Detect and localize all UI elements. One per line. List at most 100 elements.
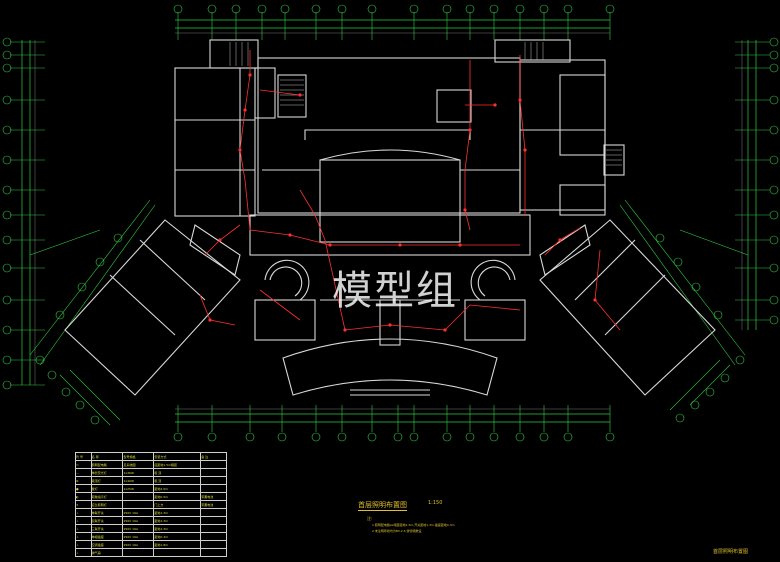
axis-bubble <box>465 432 475 442</box>
axis-bubble <box>442 432 452 442</box>
axis-bubble <box>489 4 499 14</box>
axis-bubble <box>705 387 715 397</box>
note-line: 1.照明配电箱AL暗装距地1.5m,开关距地1.3m,插座距地0.3m <box>372 523 455 527</box>
legend-header-cell: 符 号 <box>75 452 92 461</box>
axis-bubble <box>35 355 45 365</box>
light-fixture-icon <box>288 233 292 237</box>
axis-bubble <box>55 310 65 320</box>
notes-title: 注: <box>367 516 373 521</box>
axis-bubble <box>277 432 287 442</box>
drawing-scale: 1:150 <box>428 500 443 506</box>
axis-bubble <box>605 4 615 14</box>
axis-bubble <box>539 432 549 442</box>
legend-cell: 单相插座 <box>90 532 124 541</box>
axis-bubble <box>769 235 779 245</box>
legend-cell: 距地1.3m <box>153 508 202 517</box>
legend-row: ▭照明配电箱见系统图底距地1.5m暗装 <box>75 460 227 469</box>
axis-bubble <box>769 50 779 60</box>
light-fixture-icon <box>458 243 462 247</box>
axis-bubble <box>2 125 12 135</box>
axis-bubble <box>75 400 85 410</box>
legend-cell: 疏散指示灯 <box>90 492 124 501</box>
light-fixture-icon <box>558 238 562 242</box>
axis-bubble <box>563 4 573 14</box>
axis-bubble <box>2 210 12 220</box>
legend-row: ⊥排气扇 <box>75 548 227 557</box>
legend-cell: 带蓄电池 <box>200 492 227 501</box>
axis-bubble <box>605 432 615 442</box>
title-block-label: 首层照明布置图 <box>713 549 749 555</box>
axis-grid-diagonal-left <box>29 199 156 426</box>
legend-cell <box>200 476 227 485</box>
axis-bubble <box>173 432 183 442</box>
axis-bubble <box>409 432 419 442</box>
axis-bubble <box>367 4 377 14</box>
axis-bubble <box>769 63 779 73</box>
legend-cell: ⊥ <box>75 508 92 517</box>
legend-cell: 1x40W <box>122 476 155 485</box>
axis-bubble <box>769 37 779 47</box>
axis-bubble <box>2 185 12 195</box>
legend-cell <box>153 548 202 557</box>
legend-cell: 单管荧光灯 <box>90 468 124 477</box>
legend-cell <box>200 516 227 525</box>
axis-bubble <box>113 233 123 243</box>
axis-bubble <box>257 4 267 14</box>
axis-bubble <box>207 4 217 14</box>
legend-table-container: 符 号 名 称 型号规格 安装方式 备 注 ▭照明配电箱见系统图底距地1.5m暗… <box>75 452 227 557</box>
axis-bubble <box>713 310 723 320</box>
light-fixture-icon <box>443 328 447 332</box>
legend-cell: 底距地1.5m暗装 <box>153 460 202 469</box>
legend-cell <box>200 540 227 549</box>
legend-cell: 三联开关 <box>90 524 124 533</box>
axis-bubble <box>2 325 12 335</box>
legend-cell <box>122 500 155 509</box>
axis-bubble <box>515 432 525 442</box>
legend-cell: 250V 10A <box>122 508 155 517</box>
axis-bubble <box>245 432 255 442</box>
legend-cell: 250V 10A <box>122 532 155 541</box>
legend-cell <box>200 508 227 517</box>
light-fixture-icon <box>243 108 247 112</box>
axis-bubble <box>769 125 779 135</box>
legend-cell: ⊥ <box>75 532 92 541</box>
axis-bubble <box>2 235 12 245</box>
legend-header-cell: 名 称 <box>90 452 124 461</box>
light-fixture-icon <box>238 148 242 152</box>
axis-bubble <box>2 95 12 105</box>
light-fixture-icon <box>468 128 472 132</box>
axis-bubble <box>311 4 321 14</box>
stair-treads <box>229 42 622 166</box>
axis-bubble <box>769 185 779 195</box>
legend-cell: ⊥ <box>75 524 92 533</box>
axis-bubble <box>61 387 71 397</box>
axis-bubble <box>2 380 12 390</box>
axis-bubble <box>409 4 419 14</box>
legend-cell: 1x36W <box>122 468 155 477</box>
legend-cell: ◐ <box>75 492 92 501</box>
axis-bubble <box>515 4 525 14</box>
axis-bubble <box>2 263 12 273</box>
legend-cell <box>200 548 227 557</box>
legend-header-cell: 备 注 <box>200 452 227 461</box>
light-fixture-icon <box>328 243 332 247</box>
axis-bubble <box>465 4 475 14</box>
axis-bubble <box>769 315 779 325</box>
axis-bubble <box>2 295 12 305</box>
axis-grid-bottom <box>175 405 611 432</box>
lighting-wiring <box>199 50 621 331</box>
axis-bubble <box>90 415 100 425</box>
legend-cell: 250V 10A <box>122 524 155 533</box>
axis-bubble <box>2 37 12 47</box>
axis-bubble <box>47 370 57 380</box>
axis-bubble <box>173 4 183 14</box>
